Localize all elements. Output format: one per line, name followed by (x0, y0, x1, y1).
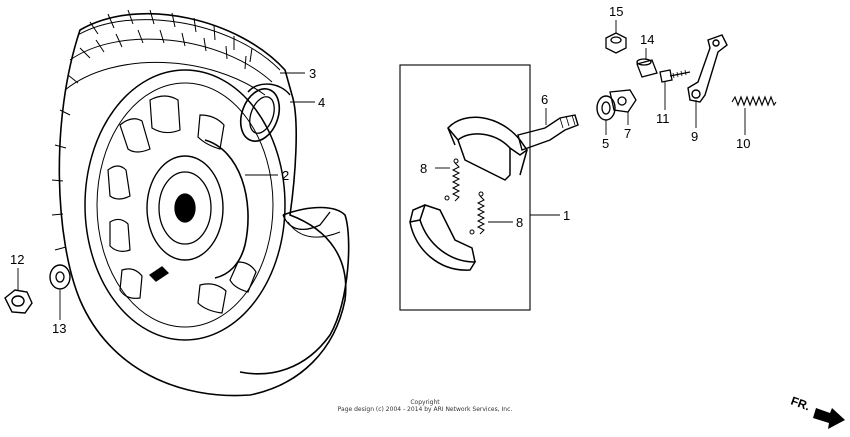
direction-label: FR. (789, 394, 812, 414)
callout-12: 12 (10, 252, 24, 267)
callout-9: 9 (691, 129, 698, 144)
tire-tread (51, 9, 281, 251)
nut-part-15 (605, 32, 627, 54)
callout-10: 10 (736, 136, 750, 151)
brake-spring-upper (444, 158, 461, 202)
tire-and-wheel (51, 9, 347, 397)
callout-2: 2 (282, 168, 289, 183)
callout-7: 7 (624, 126, 631, 141)
callout-labels: 1 2 3 4 5 6 7 8 8 9 10 11 12 13 14 15 (10, 4, 750, 336)
callout-8b: 8 (516, 215, 523, 230)
rim-outer (84, 69, 286, 341)
brake-spring-lower (469, 191, 486, 235)
callout-8a: 8 (420, 161, 427, 176)
inner-tube (239, 83, 291, 142)
copyright-heading: Copyright (410, 399, 440, 406)
tire-outline (58, 12, 347, 397)
callout-15: 15 (609, 4, 623, 19)
wheel-hub-bore (174, 193, 196, 223)
callout-3: 3 (309, 66, 316, 81)
sleeve-part-14 (636, 58, 658, 78)
washer-part-13 (49, 264, 71, 290)
callout-5: 5 (602, 136, 609, 151)
direction-arrow-icon (813, 408, 845, 429)
callout-6: 6 (541, 92, 548, 107)
callout-11: 11 (656, 111, 670, 126)
brake-shoe-upper (446, 116, 529, 181)
valve-stem (148, 266, 170, 282)
wheel-hub-outer (146, 155, 224, 261)
return-spring-part-10 (731, 95, 777, 107)
callout-4: 4 (318, 95, 325, 110)
wheel-hub-middle (158, 171, 212, 245)
leader-lines (17, 20, 746, 320)
wheel-spoke-openings (107, 95, 257, 314)
brake-drum (204, 139, 249, 279)
callout-13: 13 (52, 321, 66, 336)
brake-shoe-lower (409, 204, 477, 271)
brake-shoe-kit-box (399, 64, 531, 311)
brake-arm-part-9 (687, 34, 728, 103)
bolt-part-11 (659, 69, 691, 83)
callout-14: 14 (640, 32, 654, 47)
axle-nut-part-12 (4, 289, 33, 314)
front-direction-indicator: FR. (789, 394, 845, 429)
tire-cross-section (239, 206, 350, 375)
brake-cam (517, 114, 579, 151)
copyright-notice: Page design (c) 2004 - 2014 by ARI Netwo… (337, 406, 513, 413)
callout-1: 1 (563, 208, 570, 223)
rim-inner (96, 82, 274, 328)
indicator-plate-part-7 (609, 89, 637, 113)
